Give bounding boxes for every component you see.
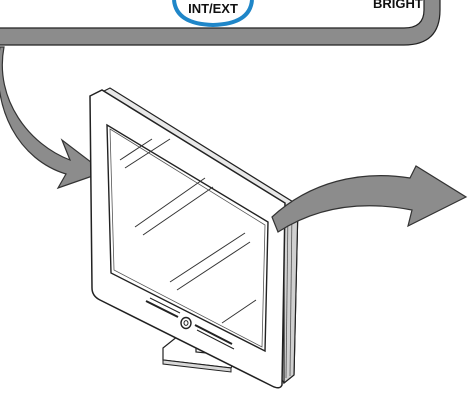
int-ext-label: INT/EXT (188, 1, 238, 16)
bright-label: BRIGHT (373, 0, 423, 11)
monitor-icon (90, 88, 298, 388)
curved-arrow-icon (0, 47, 104, 188)
power-button-icon (181, 318, 191, 329)
curved-arrow-icon (272, 166, 466, 232)
